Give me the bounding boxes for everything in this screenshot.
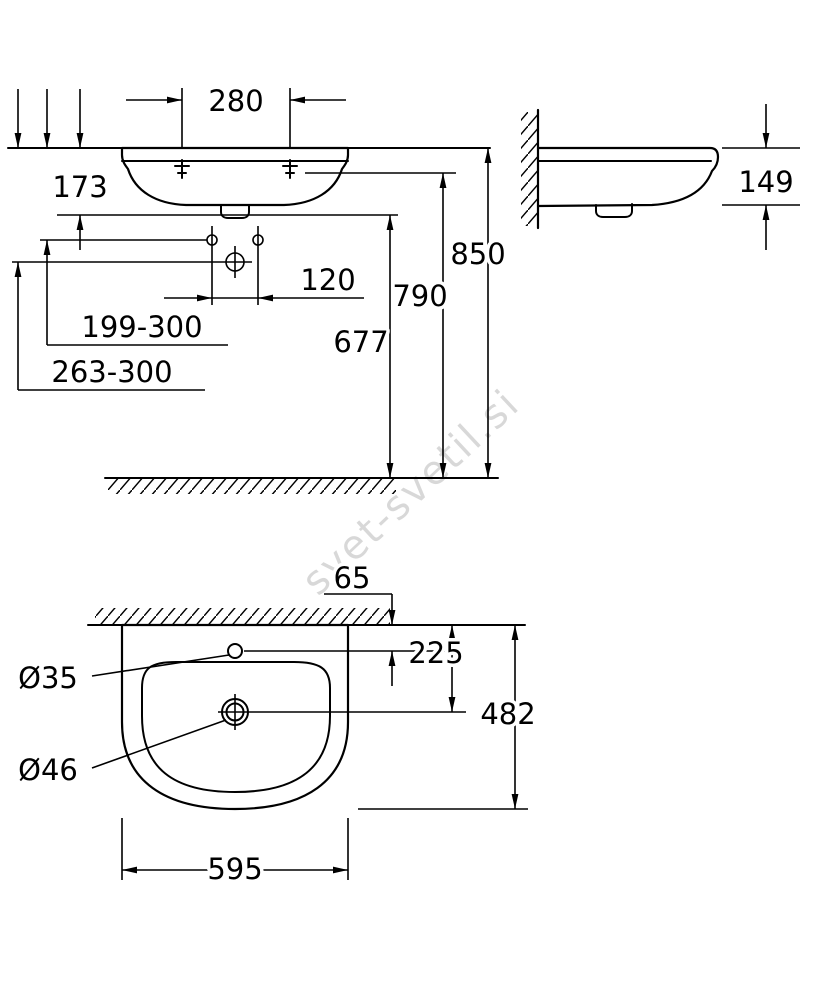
basin-side-outline bbox=[536, 146, 720, 208]
dim-label-dia35: Ø35 bbox=[18, 661, 78, 695]
dim-label-120: 120 bbox=[300, 263, 355, 297]
tap-hole-mark-left bbox=[174, 159, 190, 179]
tap-hole-mark-right bbox=[282, 159, 298, 179]
dim-label-dia46: Ø46 bbox=[18, 753, 78, 787]
dim-label-263-300: 263-300 bbox=[51, 355, 172, 389]
basin-front-outline bbox=[120, 146, 350, 207]
dim-label-677: 677 bbox=[333, 325, 388, 359]
dim-label-280: 280 bbox=[208, 84, 263, 118]
dim-label-595: 595 bbox=[207, 852, 262, 886]
wall-hatch bbox=[95, 608, 390, 624]
plan-view: 65 225 482 595 Ø35 Ø46 bbox=[15, 558, 540, 890]
dim-label-149: 149 bbox=[738, 165, 793, 199]
basin-plan-outer-outline bbox=[120, 623, 350, 811]
dim-label-850: 850 bbox=[450, 237, 505, 271]
basin-plan-bowl-outline bbox=[141, 661, 331, 794]
drain-trap-side bbox=[595, 203, 633, 218]
dim-label-199-300: 199-300 bbox=[81, 310, 202, 344]
leader-line bbox=[91, 719, 227, 769]
dim-label-173: 173 bbox=[52, 170, 107, 204]
front-view: 280 173 120 199-300 263-300 677 790 850 bbox=[7, 81, 509, 494]
tap-hole-plan bbox=[227, 643, 243, 659]
drain-trap-front bbox=[220, 204, 250, 219]
dim-label-482: 482 bbox=[480, 697, 535, 731]
wall-hatch bbox=[521, 112, 538, 226]
dim-label-65: 65 bbox=[334, 561, 371, 595]
side-view: 149 bbox=[521, 104, 800, 250]
dim-label-790: 790 bbox=[392, 279, 447, 313]
floor-hatch bbox=[108, 479, 396, 494]
leader-line bbox=[91, 654, 230, 677]
dim-label-225: 225 bbox=[408, 636, 463, 670]
